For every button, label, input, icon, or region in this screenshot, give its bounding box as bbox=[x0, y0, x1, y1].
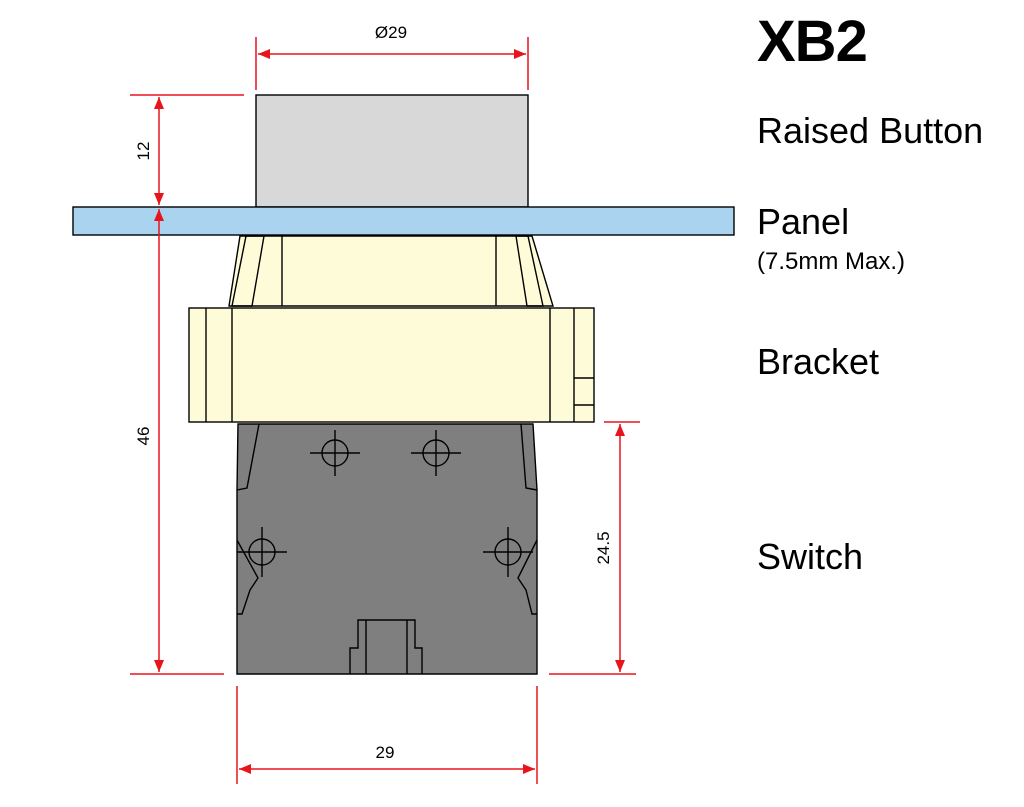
bracket-clip-body bbox=[228, 235, 554, 307]
panel bbox=[72, 206, 735, 236]
dimension-button-height bbox=[130, 94, 244, 205]
screw-marker-3 bbox=[237, 527, 287, 577]
switch bbox=[236, 423, 538, 675]
bracket-clip bbox=[228, 235, 554, 307]
screw-marker-4 bbox=[483, 527, 533, 577]
raised-button bbox=[255, 94, 529, 208]
label-bracket: Bracket bbox=[757, 341, 880, 382]
dimension-overall-depth bbox=[130, 209, 224, 675]
screw-markers bbox=[237, 430, 533, 577]
dimension-switch-height bbox=[549, 421, 640, 675]
clip-tab-left bbox=[231, 235, 265, 307]
dim-switch-width: 29 bbox=[376, 743, 395, 762]
label-panel: Panel bbox=[757, 201, 850, 242]
clip-tab-right bbox=[515, 235, 544, 307]
dim-overall-depth: 46 bbox=[134, 427, 153, 446]
dim-button-diameter: Ø29 bbox=[375, 23, 407, 42]
part-labels: XB2 Raised Button Panel (7.5mm Max.) Bra… bbox=[757, 0, 1017, 807]
dim-button-height: 12 bbox=[134, 142, 153, 161]
dim-switch-height: 24.5 bbox=[594, 531, 613, 564]
label-raised-button: Raised Button bbox=[757, 110, 984, 151]
label-switch: Switch bbox=[757, 536, 864, 577]
screw-marker-2 bbox=[411, 430, 461, 476]
dimension-button-diameter bbox=[255, 37, 529, 90]
bracket-body bbox=[188, 307, 595, 423]
switch-body bbox=[236, 423, 538, 675]
screw-marker-1 bbox=[310, 430, 360, 476]
diagram-title: XB2 bbox=[757, 9, 868, 74]
switch-notch-left bbox=[236, 539, 259, 615]
label-panel-note: (7.5mm Max.) bbox=[757, 248, 906, 275]
dimension-switch-width bbox=[236, 686, 538, 784]
switch-notch-right bbox=[517, 539, 538, 615]
bracket bbox=[188, 307, 595, 423]
switch-terminal-slot bbox=[349, 619, 423, 674]
